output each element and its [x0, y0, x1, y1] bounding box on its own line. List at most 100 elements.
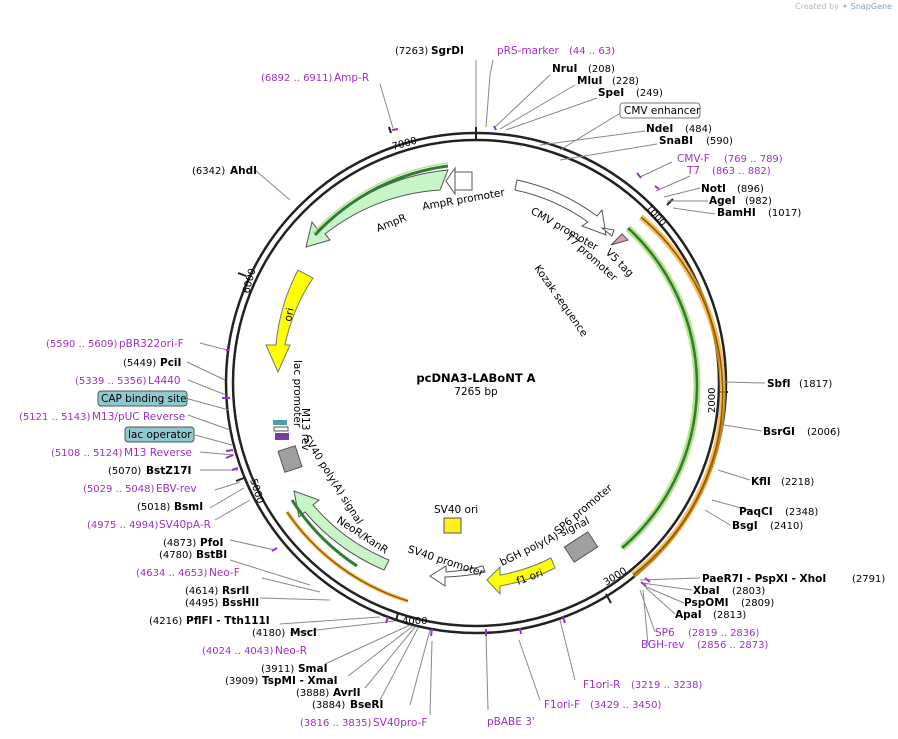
neor-arrow	[293, 490, 390, 571]
primer-neo-r-range: (4024 .. 4043)	[202, 646, 274, 657]
site-pspomi: PspOMI (2809)	[684, 597, 774, 609]
site-snabi-pos: (590)	[706, 136, 733, 147]
site-nrui-name: NruI	[552, 63, 577, 75]
ampr-orf-line	[313, 164, 449, 237]
primer-prs-marker-range: (44 .. 63)	[569, 46, 615, 57]
site-bsrgi-name: BsrGI	[763, 426, 795, 438]
site-bsshii-pos: (4495)	[185, 598, 218, 609]
snapgene-logo-icon: ✦	[841, 2, 849, 11]
site-bamhi-name: BamHI	[717, 207, 756, 219]
primer-sp6-range: (2819 .. 2836)	[688, 628, 760, 639]
cmv-promoter-arrow	[514, 179, 607, 236]
primer-pbabe3-name: pBABE 3'	[487, 716, 535, 728]
primer-ebv-rev-range: (5029 .. 5048)	[83, 484, 155, 495]
primer-m13puc-name: M13/pUC Reverse	[92, 411, 185, 423]
primer-labels: pRS-marker (44 .. 63) (6892 .. 6911) Amp…	[19, 45, 783, 729]
site-smai-pos: (3911)	[261, 664, 294, 675]
features	[265, 162, 726, 603]
site-ahdi-name: AhdI	[230, 165, 257, 177]
feature-kozak: Kozak sequence	[532, 263, 590, 339]
site-paer7i-pspxi-xhoi: PaeR7I - PspXI - XhoI (2791)	[702, 573, 885, 585]
ampr-arrow	[305, 169, 449, 248]
site-tspmi-name: TspMI - XmaI	[262, 675, 338, 687]
plasmid-size: 7265 bp	[454, 386, 498, 398]
primer-sv40pro-f-range: (3816 .. 3835)	[300, 718, 372, 729]
site-pflfi-name: PflFI - Tth111I	[186, 615, 270, 627]
site-xhoi-pos: (2791)	[852, 574, 885, 585]
site-msci-pos: (4180)	[252, 628, 285, 639]
site-sbfi-name: SbfI	[767, 378, 791, 390]
primer-f1ori-r-name: F1ori-R	[583, 679, 620, 691]
feature-lac-promoter: lac promoter	[291, 360, 303, 428]
primer-ampr-range: (6892 .. 6911)	[261, 73, 333, 84]
primer-m13puc-range: (5121 .. 5143)	[19, 412, 91, 423]
primer-cmv-f-name: CMV-F	[677, 153, 710, 165]
lac-operator-label: lac operator	[124, 426, 195, 443]
site-mlui-pos: (228)	[612, 76, 639, 87]
site-ndei-pos: (484)	[685, 124, 712, 135]
site-ahdi-pos: (6342)	[192, 166, 225, 177]
site-apai: ApaI (2813)	[675, 609, 746, 621]
site-avrii: (3888) AvrII	[296, 687, 361, 699]
site-bstbi-pos: (4780)	[159, 550, 192, 561]
primer-marks	[222, 125, 660, 637]
site-smai: (3911) SmaI	[261, 663, 328, 675]
neor-orf-dark	[286, 511, 409, 602]
primer-pbr322ori-f-range: (5590 .. 5609)	[46, 339, 118, 350]
site-sgrdi-name: SgrDI	[431, 45, 464, 57]
primer-neo-f-name: Neo-F	[209, 567, 240, 579]
site-bsgi: BsgI (2410)	[732, 520, 803, 532]
site-msci: (4180) MscI	[252, 627, 317, 639]
site-pspomi-pos: (2809)	[741, 598, 774, 609]
leader-lines	[184, 59, 766, 716]
sv40-ori-box	[443, 517, 462, 534]
primer-ebv-rev-name: EBV-rev	[156, 483, 197, 495]
site-bamhi-pos: (1017)	[768, 208, 801, 219]
primer-sv40pa-r-range: (4975 .. 4994)	[87, 520, 159, 531]
ampr-orf-outline	[312, 162, 449, 234]
site-avrii-name: AvrII	[333, 687, 361, 699]
primer-pbr322ori-f-name: pBR322ori-F	[119, 338, 184, 350]
site-bseri-pos: (3884)	[312, 700, 345, 711]
f1ori-arrow	[486, 557, 556, 596]
site-bseri: (3884) BseRI	[312, 699, 383, 711]
labont-orf-line	[621, 227, 699, 549]
site-pcii-name: PciI	[160, 357, 181, 369]
site-xbai: XbaI (2803)	[693, 585, 765, 597]
feature-sv40-ori: SV40 ori	[434, 504, 478, 516]
site-ndei: NdeI (484)	[646, 123, 712, 135]
credit-brand: SnapGene	[850, 2, 892, 11]
site-bstz17i-pos: (5070)	[108, 466, 141, 477]
primer-m13-reverse-name: M13 Reverse	[124, 447, 192, 459]
labont-orf-dark	[632, 216, 724, 576]
site-spei-name: SpeI	[598, 87, 624, 99]
site-kfli-pos: (2218)	[781, 477, 814, 488]
site-bstz17i-name: BstZ17I	[146, 465, 191, 477]
site-bsmi: (5018) BsmI	[137, 501, 203, 513]
site-paqci-name: PaqCI	[739, 506, 773, 518]
primer-t7-name: T7	[686, 165, 700, 177]
primer-bgh-rev-range: (2856 .. 2873)	[697, 640, 769, 651]
site-msci-name: MscI	[290, 627, 317, 639]
primer-m13-reverse-range: (5108 .. 5124)	[51, 448, 123, 459]
site-pfoi-name: PfoI	[200, 537, 223, 549]
primer-f1ori-f-range: (3429 .. 3450)	[590, 700, 662, 711]
site-apai-pos: (2813)	[713, 610, 746, 621]
primer-ampr-name: Amp-R	[334, 72, 369, 84]
primer-l4440-name: L4440	[148, 375, 181, 387]
lac-operator-text: lac operator	[128, 429, 192, 441]
site-noti-name: NotI	[701, 183, 726, 195]
primer-sv40pro-f-name: SV40pro-F	[373, 717, 427, 729]
site-rsrii-pos: (4614)	[185, 586, 218, 597]
site-rsrii-name: RsrII	[222, 585, 249, 597]
cap-site-box	[273, 420, 287, 425]
site-paqci-pos: (2348)	[785, 507, 818, 518]
primer-sv40pa-r-name: SV40pA-R	[159, 519, 211, 531]
cap-binding-site-label: CAP binding site	[97, 390, 188, 407]
primer-prs-marker-name: pRS-marker	[497, 45, 560, 57]
site-apai-name: ApaI	[675, 609, 702, 621]
ori-arrow	[265, 269, 314, 374]
credit-prefix: Created by	[794, 2, 839, 11]
site-pfoi: (4873) PfoI	[163, 537, 223, 549]
